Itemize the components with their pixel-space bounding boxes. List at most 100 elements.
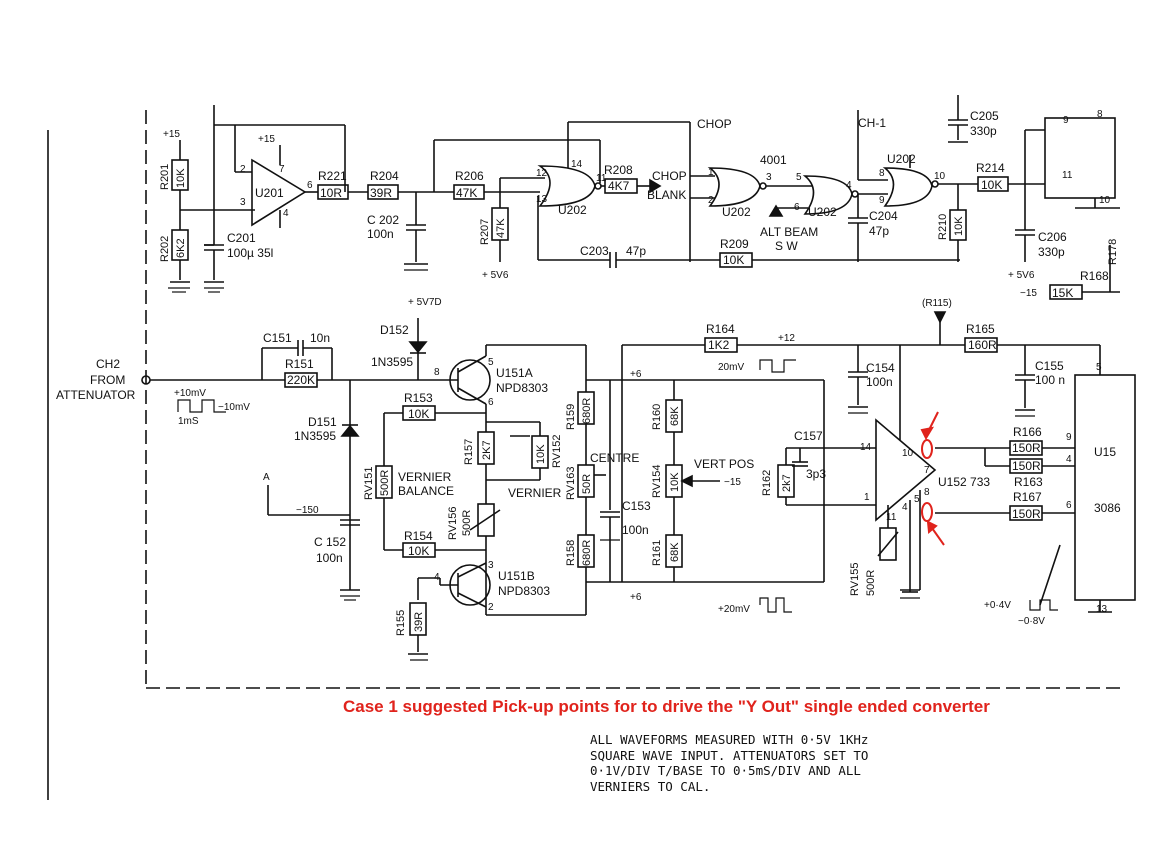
schematic-label: R161 [651,540,663,566]
schematic-label: R202 [159,236,171,262]
schematic-label: ATTENUATOR [56,388,136,402]
schematic-label: R154 [404,529,433,543]
schematic-label: R153 [404,391,433,405]
schematic-label: VERT POS [694,457,754,471]
schematic-label: 47p [626,244,646,258]
schematic-label: ALT BEAM [760,225,818,239]
schematic-label: 13 [1096,604,1108,615]
schematic-label: CHOP [697,117,732,131]
schematic-label: U202 [558,203,587,217]
note-line: VERNIERS TO CAL. [590,778,711,794]
schematic-label: U202 [722,205,751,219]
schematic-label: 3 [488,560,494,571]
schematic-label: C154 [866,361,895,375]
schematic-label: 5 [1096,362,1102,373]
input-label: CH2 FROM ATTENUATOR [56,357,136,402]
schematic-label: 1N3595 [371,355,413,369]
schematic-label: 330p [970,124,997,138]
schematic-label: R201 [159,164,171,190]
schematic-label: R221 [318,169,347,183]
schematic-label: R208 [604,163,633,177]
schematic-label: + 5V7D [408,297,442,308]
schematic-label: 3 [240,197,246,208]
schematic-label: 160R [968,338,997,352]
schematic-label: 9 [1066,432,1072,443]
schematic-label: 10K [175,168,187,188]
schematic-label: 5 [488,357,494,368]
schematic-label: R204 [370,169,399,183]
schematic-label: 330p [1038,245,1065,259]
schematic-label: 1 [708,167,714,178]
component-labels: +15 +15 R201 10K R202 6K2 C201 100µ 35l … [159,109,1121,636]
schematic-label: C151 [263,331,292,345]
schematic-label: 14 [860,442,872,453]
schematic-label: R155 [395,610,407,636]
schematic-label: C203 [580,244,609,258]
schematic-label: +15 [163,129,180,140]
schematic-label: CH-1 [858,116,886,130]
schematic-label: 4 [434,572,440,583]
schematic-label: 1 [864,492,870,503]
schematic-label: 150R [1012,507,1041,521]
schematic-label: U15 [1094,445,1116,459]
schematic-label: S W [775,239,798,253]
schematic-label: U151A [496,366,533,380]
note-line: SQUARE WAVE INPUT. ATTENUATORS SET TO [590,747,869,763]
schematic-label: CH2 [96,357,120,371]
schematic-label: R207 [479,219,491,245]
schematic-label: 8 [879,168,885,179]
schematic-label: 4 [846,180,852,191]
schematic-label: RV151 [363,467,375,500]
schematic-label: 10K [981,178,1002,192]
schematic-label: 10R [320,186,342,200]
schematic-label: C153 [622,499,651,513]
schematic-label: 2k7 [781,474,793,492]
schematic-label: 100n [866,375,893,389]
schematic-label: +12 [778,333,795,344]
schematic-label: 4 [283,208,289,219]
schematic-label: 10K [723,253,744,267]
schematic-label: 14 [571,159,583,170]
schematic-label: 10n [310,331,330,345]
wiring [47,95,1136,800]
schematic-label: 6 [1066,500,1072,511]
schematic-label: RV155 [849,563,861,596]
schematic-label: 500R [379,470,391,496]
schematic-label: 1K2 [708,338,730,352]
schematic-label: R163 [1014,475,1043,489]
schematic-label: 100n [367,227,394,241]
schematic-label: 680R [581,398,593,424]
schematic-label: 1mS [178,416,199,427]
schematic-label: 8 [434,367,440,378]
schematic-label: 15K [1052,286,1073,300]
pickup-caption: Case 1 suggested Pick-up points for to d… [343,697,990,716]
schematic-label: 150R [1012,459,1041,473]
schematic-label: RV152 [551,435,563,468]
schematic-label: RV156 [447,507,459,540]
schematic-label: 7 [279,164,285,175]
schematic-label: 500R [865,570,877,596]
schematic-label: 6 [794,202,800,213]
schematic-label: 68K [669,542,681,562]
schematic-label: 10K [408,407,429,421]
schematic-label: 39R [413,612,425,632]
schematic-label: 47K [495,218,507,238]
schematic-label: 68K [669,406,681,426]
schematic-label: 3p3 [806,467,826,481]
schematic-label: 3086 [1094,501,1121,515]
schematic-label: + 5V6 [1008,270,1035,281]
schematic-label: −0·8V [1018,616,1045,627]
schematic-label: 4001 [760,153,787,167]
schematic-label: 11 [596,173,607,184]
schematic-label: 10 [1099,195,1111,206]
schematic-label: 20mV [718,362,744,373]
schematic-label: 220K [287,373,315,387]
schematic-label: U151B [498,569,535,583]
schematic-label: 6 [488,397,494,408]
ground-symbols [168,269,1035,661]
schematic-label: U152 733 [938,475,990,489]
schematic-label: 10K [669,472,681,492]
schematic-label: U201 [255,186,284,200]
schematic-label: +15 [258,134,275,145]
